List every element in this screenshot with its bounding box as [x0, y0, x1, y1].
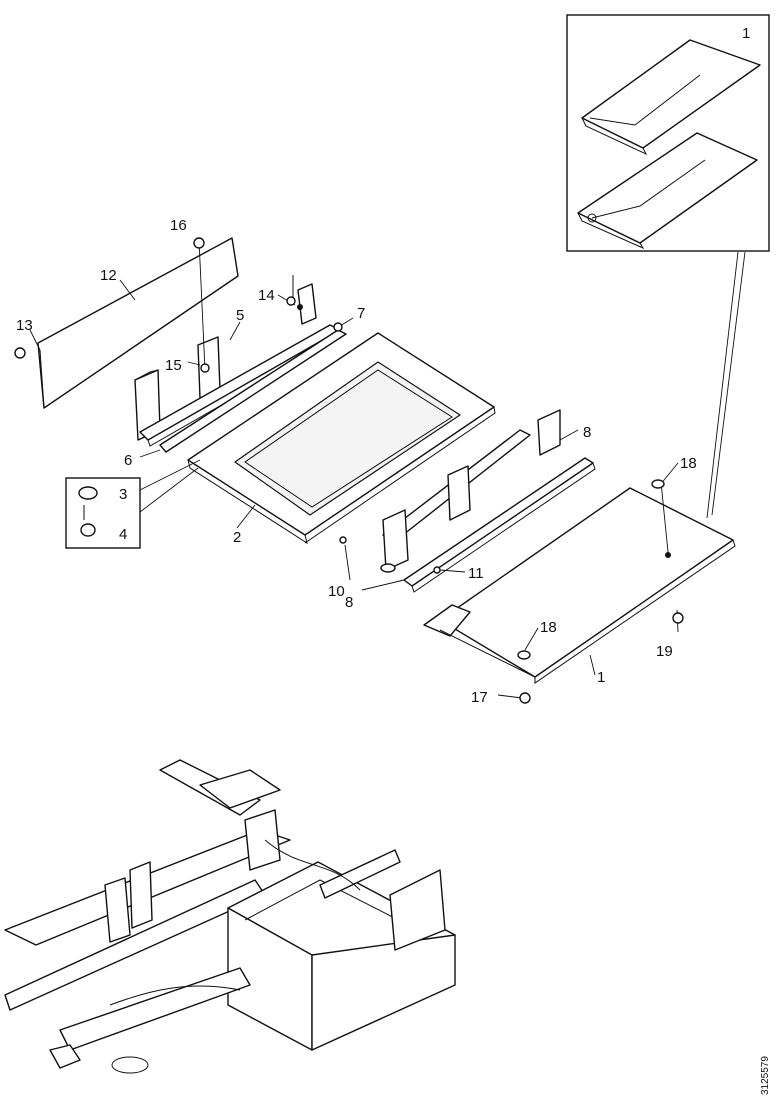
washer-18-mid	[517, 650, 531, 660]
bracket-14	[292, 275, 317, 325]
fasteners	[14, 237, 684, 704]
callout-6: 6	[124, 452, 132, 469]
callout-18-mid: 18	[540, 619, 557, 636]
callout-labels: 1 16 12 13 14 5 7 15 6 3 4 2 8 18 10 11 …	[16, 25, 750, 706]
callout-3: 3	[119, 486, 127, 503]
callout-1-inset: 1	[742, 25, 750, 42]
fastener-10	[339, 536, 347, 544]
hardware-detail-box	[65, 459, 201, 549]
rail-assembly-8	[380, 409, 596, 593]
fastener-15	[200, 363, 210, 373]
callout-1-main: 1	[597, 669, 605, 686]
chassis-installation-view	[4, 759, 456, 1074]
cover-plate-1	[423, 487, 736, 684]
fastener-17	[519, 692, 531, 704]
callout-7: 7	[357, 305, 365, 322]
fastener-14	[286, 296, 296, 306]
inset-plate-upper	[581, 39, 761, 149]
fastener-7	[333, 322, 343, 332]
callout-8-top: 8	[583, 424, 591, 441]
callout-19: 19	[656, 643, 673, 660]
callout-8-bottom: 8	[345, 594, 353, 611]
callout-18-top: 18	[680, 455, 697, 472]
washer-18-top	[651, 479, 665, 489]
callout-15: 15	[165, 357, 182, 374]
leader-lines	[29, 239, 679, 699]
document-number: 3125579	[760, 1056, 771, 1095]
callout-14: 14	[258, 287, 275, 304]
callout-5: 5	[236, 307, 244, 324]
inset-frame	[566, 14, 770, 252]
callout-16: 16	[170, 217, 187, 234]
callout-11: 11	[468, 565, 484, 582]
callout-4: 4	[119, 526, 127, 543]
inset-detail	[566, 14, 770, 519]
callout-12: 12	[100, 267, 117, 284]
callout-17: 17	[471, 689, 488, 706]
rail-6	[159, 329, 347, 453]
fastener-19	[672, 612, 684, 624]
callout-2: 2	[233, 529, 241, 546]
callout-13: 13	[16, 317, 33, 334]
callout-10: 10	[328, 583, 345, 600]
fastener-13	[14, 347, 26, 359]
side-panel-12	[37, 237, 239, 409]
frame-2	[187, 332, 496, 545]
fastener-11	[433, 566, 441, 574]
inset-plate-lower	[577, 132, 758, 244]
fastener-16	[193, 237, 205, 249]
